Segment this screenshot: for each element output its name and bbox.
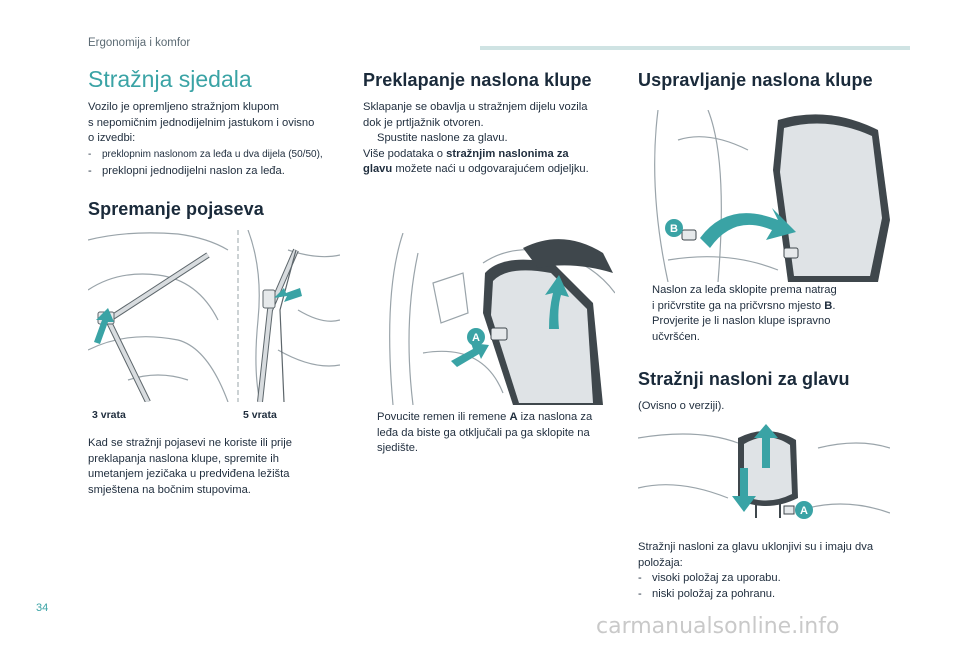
page-number: 34: [36, 602, 49, 614]
text-line: i pričvrstite ga na pričvrsno mjesto B.: [638, 299, 898, 315]
raise-instructions: Naslon za leđa sklopite prema natrag i p…: [638, 283, 898, 345]
header-divider: [480, 46, 910, 50]
text-line: Kad se stražnji pojasevi ne koriste ili …: [88, 437, 292, 449]
version-note: (Ovisno o verziji).: [638, 400, 725, 412]
belt-storage-heading: Spremanje pojaseva: [88, 199, 264, 219]
text-line: Sklapanje se obavlja u stražnjem dijelu …: [363, 101, 588, 113]
bullet-marker: [363, 131, 377, 147]
dash-item: - niski položaj za pohranu.: [638, 587, 908, 603]
dash-marker: -: [88, 148, 92, 160]
bold-run: B: [824, 299, 833, 312]
bullet-text: Provjerite je li naslon klupe ispravno: [652, 315, 831, 327]
bullet-marker: [363, 410, 377, 426]
bullet-item: Spustite naslone za glavu.: [363, 131, 623, 147]
intro-line: o izvedbi:: [88, 132, 136, 144]
caption-3-doors: 3 vrata: [92, 409, 126, 421]
intro-line: s nepomičnim jednodijelnim jastukom i ov…: [88, 116, 315, 129]
text-run: iza naslona za: [517, 411, 593, 423]
text-line: smještena na bočnim stupovima.: [88, 483, 251, 496]
fold-instruction: Povucite remen ili remene A iza naslona …: [363, 410, 623, 457]
caption-5-doors: 5 vrata: [243, 409, 277, 421]
seatback-raise-illustration: B: [638, 110, 890, 282]
callout-b: B: [670, 223, 678, 235]
text-run: Povucite remen ili remene: [377, 411, 510, 423]
fold-seatback-heading: Preklapanje naslona klupe: [363, 70, 592, 90]
headrest-text: Stražnji nasloni za glavu uklonjivi su i…: [638, 540, 908, 602]
dash-marker: -: [88, 164, 92, 177]
bullet-item: Provjerite je li naslon klupe ispravno: [638, 314, 898, 330]
text-run: Više podataka o: [363, 147, 447, 160]
text-line: dok je prtljažnik otvoren.: [363, 116, 484, 129]
dash-marker: -: [638, 587, 642, 600]
more-info-line: glavu možete naći u odgovarajućem odjelj…: [363, 162, 623, 178]
section-header: Ergonomija i komfor: [88, 37, 191, 49]
text-line: sjedište.: [377, 442, 419, 454]
text-line: umetanjem jezičaka u predviđena ležišta: [88, 468, 290, 480]
text-run: .: [832, 299, 836, 312]
seatback-fold-illustration: A: [363, 233, 615, 405]
bold-run: glavu: [363, 163, 393, 175]
bold-run: stražnjim naslonima za: [446, 147, 569, 160]
rear-seats-title: Stražnja sjedala: [88, 66, 252, 92]
text-run: i pričvrstite ga na pričvrsno mjesto: [652, 299, 825, 312]
bold-run: A: [509, 411, 518, 423]
text-line: učvršćen.: [652, 330, 700, 343]
raise-seatback-heading: Uspravljanje naslona klupe: [638, 70, 873, 90]
dash-text: visoki položaj za uporabu.: [652, 572, 781, 584]
belt-storage-text: Kad se stražnji pojasevi ne koriste ili …: [88, 436, 348, 498]
dash-item: - preklopni jednodijelni naslon za leđa.: [88, 164, 348, 180]
more-info-line: Više podataka o stražnjim naslonima za: [363, 147, 623, 163]
bullet-marker: [638, 314, 652, 330]
callout-a: A: [800, 505, 808, 517]
text-line: leđa da biste ga otključali pa ga sklopi…: [377, 426, 590, 439]
text-line: Stražnji nasloni za glavu uklonjivi su i…: [638, 541, 874, 553]
dash-item: - preklopnim naslonom za leđa u dva dije…: [88, 148, 348, 162]
dash-marker: -: [638, 572, 642, 584]
dash-item: - visoki položaj za uporabu.: [638, 571, 908, 587]
bullet-item: Povucite remen ili remene A iza naslona …: [363, 410, 623, 426]
watermark: carmanualsonline.info: [596, 614, 840, 639]
bullet-text: Spustite naslone za glavu.: [377, 132, 508, 144]
bullet-marker: [638, 283, 652, 299]
fold-seatback-text: Sklapanje se obavlja u stražnjem dijelu …: [363, 100, 623, 178]
bullet-item: Naslon za leđa sklopite prema natrag: [638, 283, 898, 299]
text-line: preklapanja naslona klupe, spremite ih: [88, 452, 279, 465]
rear-seats-intro: Vozilo je opremljeno stražnjom klupom s …: [88, 100, 348, 179]
text-line: položaja:: [638, 556, 683, 569]
bullet-text: Povucite remen ili remene A iza naslona …: [377, 410, 592, 426]
dash-text: niski položaj za pohranu.: [652, 587, 776, 600]
headrest-illustration: A: [638, 418, 890, 528]
seat-belt-illustration: [88, 230, 340, 402]
dash-text: preklopnim naslonom za leđa u dva dijela…: [102, 148, 323, 160]
intro-line: Vozilo je opremljeno stražnjom klupom: [88, 101, 279, 113]
bullet-text: Naslon za leđa sklopite prema natrag: [652, 284, 837, 296]
text-run: možete naći u odgovarajućem odjeljku.: [392, 163, 589, 175]
callout-a: A: [472, 332, 480, 344]
rear-headrests-heading: Stražnji nasloni za glavu: [638, 369, 850, 389]
dash-text: preklopni jednodijelni naslon za leđa.: [102, 164, 285, 177]
